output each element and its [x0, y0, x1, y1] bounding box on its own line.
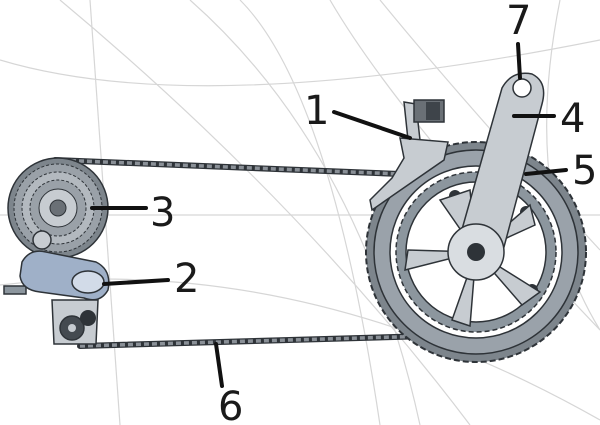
leader-line-6 — [214, 342, 224, 388]
callout-3: 3 — [150, 190, 175, 236]
leader-line-5 — [524, 168, 568, 176]
callout-6: 6 — [218, 384, 243, 425]
callout-5: 5 — [572, 148, 597, 194]
chain — [52, 157, 433, 349]
rear-derailleur — [3, 230, 110, 345]
leader-line-2 — [102, 278, 170, 286]
crank-arm — [404, 72, 545, 328]
leader-line-1 — [332, 110, 412, 140]
callout-7: 7 — [506, 0, 531, 44]
pedal-mount — [512, 78, 532, 98]
callout-4: 4 — [560, 96, 585, 142]
leader-line-7 — [516, 42, 522, 80]
callout-1: 1 — [304, 88, 329, 134]
leader-lines — [90, 42, 568, 388]
callout-labels: 1 2 3 4 5 6 7 — [150, 0, 597, 425]
cassette — [7, 157, 109, 259]
callout-2: 2 — [174, 256, 199, 302]
front-derailleur — [369, 99, 449, 212]
